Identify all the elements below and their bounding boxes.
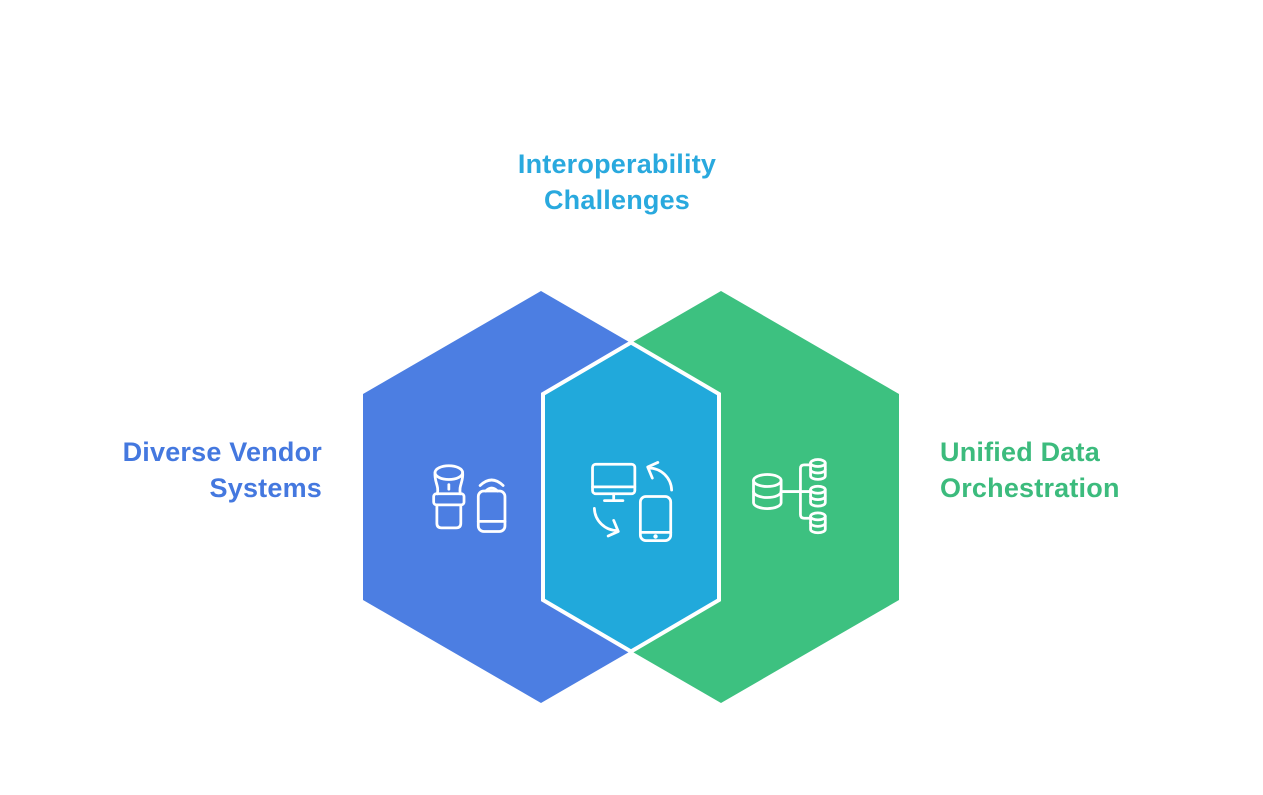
right-label-line2: Orchestration	[940, 473, 1120, 503]
right-label: Unified Data Orchestration	[940, 434, 1260, 506]
top-label-line2: Challenges	[543, 185, 691, 215]
top-label: Interoperability Challenges	[417, 146, 817, 218]
left-label-line2: Systems	[209, 473, 322, 503]
smart-speaker-and-smartphone-icon	[432, 464, 507, 533]
database-distribution-icon	[752, 458, 827, 535]
right-label-line1: Unified Data	[940, 437, 1100, 467]
top-label-line1: Interoperability	[517, 149, 717, 179]
device-sync-icon	[591, 461, 674, 543]
left-label-line1: Diverse Vendor	[122, 437, 322, 467]
overlap-hexagon	[541, 340, 721, 654]
left-label: Diverse Vendor Systems	[22, 434, 322, 506]
